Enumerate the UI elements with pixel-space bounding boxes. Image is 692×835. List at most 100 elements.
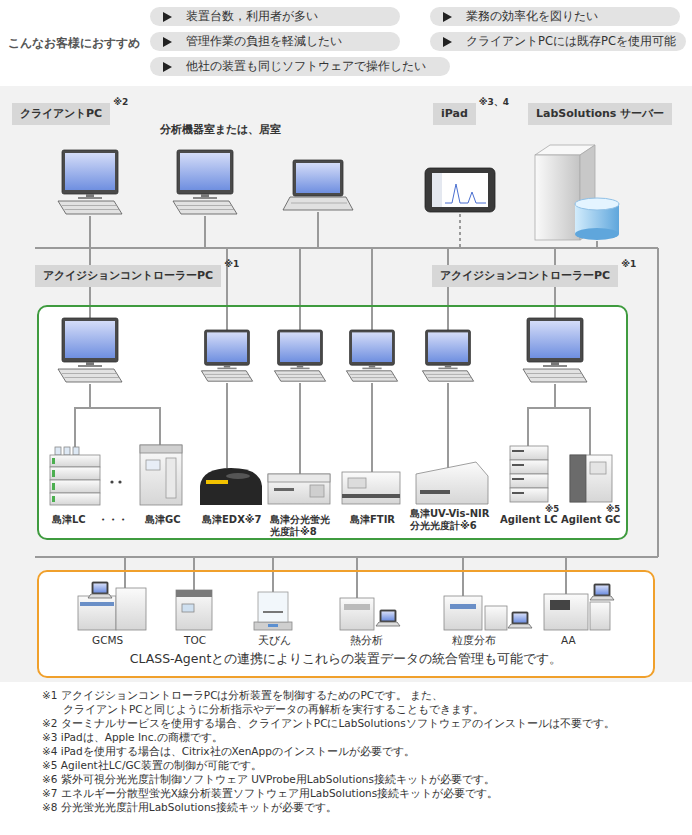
monitor-frame	[426, 330, 471, 365]
footnote: ※8 分光蛍光光度計用LabSolutions接続キットが必要です。	[42, 800, 337, 814]
edx-highlight	[226, 473, 250, 479]
arrow-icon	[443, 12, 453, 22]
module-accent	[52, 470, 55, 477]
network-wire	[462, 557, 464, 596]
network-wire	[317, 212, 319, 248]
instrument-body	[416, 462, 488, 504]
module-accent	[512, 450, 524, 452]
tablet-icon	[425, 168, 495, 212]
keyboard-row	[350, 374, 393, 375]
monitor-base	[217, 368, 236, 370]
keyboard	[422, 371, 473, 381]
instrument-band	[450, 604, 476, 609]
pc-icon	[58, 150, 122, 214]
device-group: 島津LC・・・島津GC島津EDX※7島津分光蛍光 光度計※8島津FTIR島津UV…	[37, 305, 628, 540]
monitor-stand	[551, 362, 559, 365]
device-label: Agilent GC	[561, 514, 620, 526]
pc-icon	[523, 318, 587, 382]
server-icon	[535, 145, 619, 240]
balance-instrument	[254, 592, 292, 630]
keyboard-row	[180, 209, 235, 210]
arrow-icon	[163, 62, 173, 72]
pill-text: 管理作業の負担を軽減したい	[186, 32, 342, 51]
device-label: 島津EDX※7	[202, 514, 262, 526]
dot	[110, 480, 113, 483]
arrow-head	[443, 12, 452, 22]
balance-base	[254, 622, 292, 630]
instrument-window	[550, 600, 570, 610]
keyboard-row	[65, 209, 120, 210]
edx-body	[200, 468, 262, 505]
network-wire	[124, 557, 126, 588]
arrow-icon	[163, 12, 173, 22]
monitor-stand	[86, 194, 94, 197]
instrument-body	[78, 596, 116, 630]
gc-panel	[590, 462, 606, 474]
laptop-screen	[296, 163, 340, 193]
tablet-frame	[425, 168, 495, 212]
monitor-base	[543, 365, 567, 367]
balance-pan	[263, 611, 283, 613]
keyboard-row	[65, 377, 120, 378]
monitor-screen	[65, 321, 115, 358]
monitor-base	[290, 368, 309, 370]
section-tag: アクイジションコントローラーPC※1	[35, 265, 221, 287]
laptop-frame	[512, 612, 528, 624]
module-accent	[52, 483, 55, 490]
note-mark: ※5	[545, 503, 559, 515]
module-accent	[512, 464, 524, 466]
instrument-band	[344, 604, 370, 610]
laptop-base	[590, 596, 614, 600]
note-mark: ※5	[606, 503, 620, 515]
recommendation-pill: 業務の効率化を図りたい	[430, 7, 680, 26]
monitor-screen	[180, 153, 230, 190]
device-label: GCMS	[92, 634, 123, 646]
tag-text: アクイジションコントローラーPC	[43, 265, 213, 287]
keyboard	[274, 371, 325, 381]
network-wire	[356, 557, 358, 598]
edx-stripe	[206, 480, 228, 484]
gc-side	[570, 455, 586, 502]
group-fill	[37, 305, 628, 540]
monitor-screen	[65, 153, 115, 190]
keyboard-row	[205, 374, 248, 375]
instrument-body	[342, 472, 400, 504]
instrument-slit	[274, 488, 294, 491]
caption: CLASS-Agentとの連携によりこれらの装置データの統合管理も可能です。	[39, 651, 653, 667]
device-label: 島津UV-Vis-NIR 分光光度計※6	[410, 508, 500, 532]
monitor-screen	[280, 332, 320, 362]
tag-text: LabSolutions サーバー	[536, 103, 664, 125]
instrument-body	[590, 602, 610, 630]
module-accent	[52, 458, 55, 464]
keyboard-row	[352, 377, 396, 378]
footnote: ※1 アクイジションコントローラPCは分析装置を制御するためのPCです。 また、…	[42, 688, 533, 716]
section-tag: クライアントPC※2	[12, 103, 110, 125]
device-label: AA	[561, 634, 576, 646]
note-mark: ※3、4	[479, 97, 509, 108]
instrument-band	[80, 602, 114, 606]
laptop-screen	[382, 612, 395, 621]
gc-body	[140, 445, 182, 505]
network-wire	[554, 384, 556, 408]
tablet-screen	[432, 173, 488, 207]
section-tag: LabSolutions サーバー	[528, 103, 672, 125]
footnote: ※7 エネルギー分散型蛍光X線分析装置ソフトウェア用LabSolutions接続…	[42, 786, 498, 800]
chromatogram-line	[445, 184, 486, 203]
panel-background	[0, 86, 692, 682]
lc-module	[510, 460, 548, 474]
monitor-frame	[278, 330, 323, 365]
recommendation-pill: 管理作業の負担を軽減したい	[150, 32, 400, 51]
section-tag: アクイジションコントローラーPC※1	[432, 265, 618, 287]
instrument-body	[485, 606, 507, 630]
keyboard	[346, 371, 397, 381]
pill-text: 他社の装置も同じソフトウェアで操作したい	[186, 57, 426, 76]
keyboard-row	[62, 205, 116, 206]
laptop-screen	[514, 614, 527, 623]
network-wire	[204, 216, 206, 248]
laptop-screen	[596, 586, 609, 595]
arrow-head	[163, 62, 172, 72]
monitor-stand	[224, 365, 230, 367]
monitor-stand	[369, 365, 375, 367]
balance-display	[268, 624, 278, 627]
uv-instrument	[416, 462, 488, 504]
